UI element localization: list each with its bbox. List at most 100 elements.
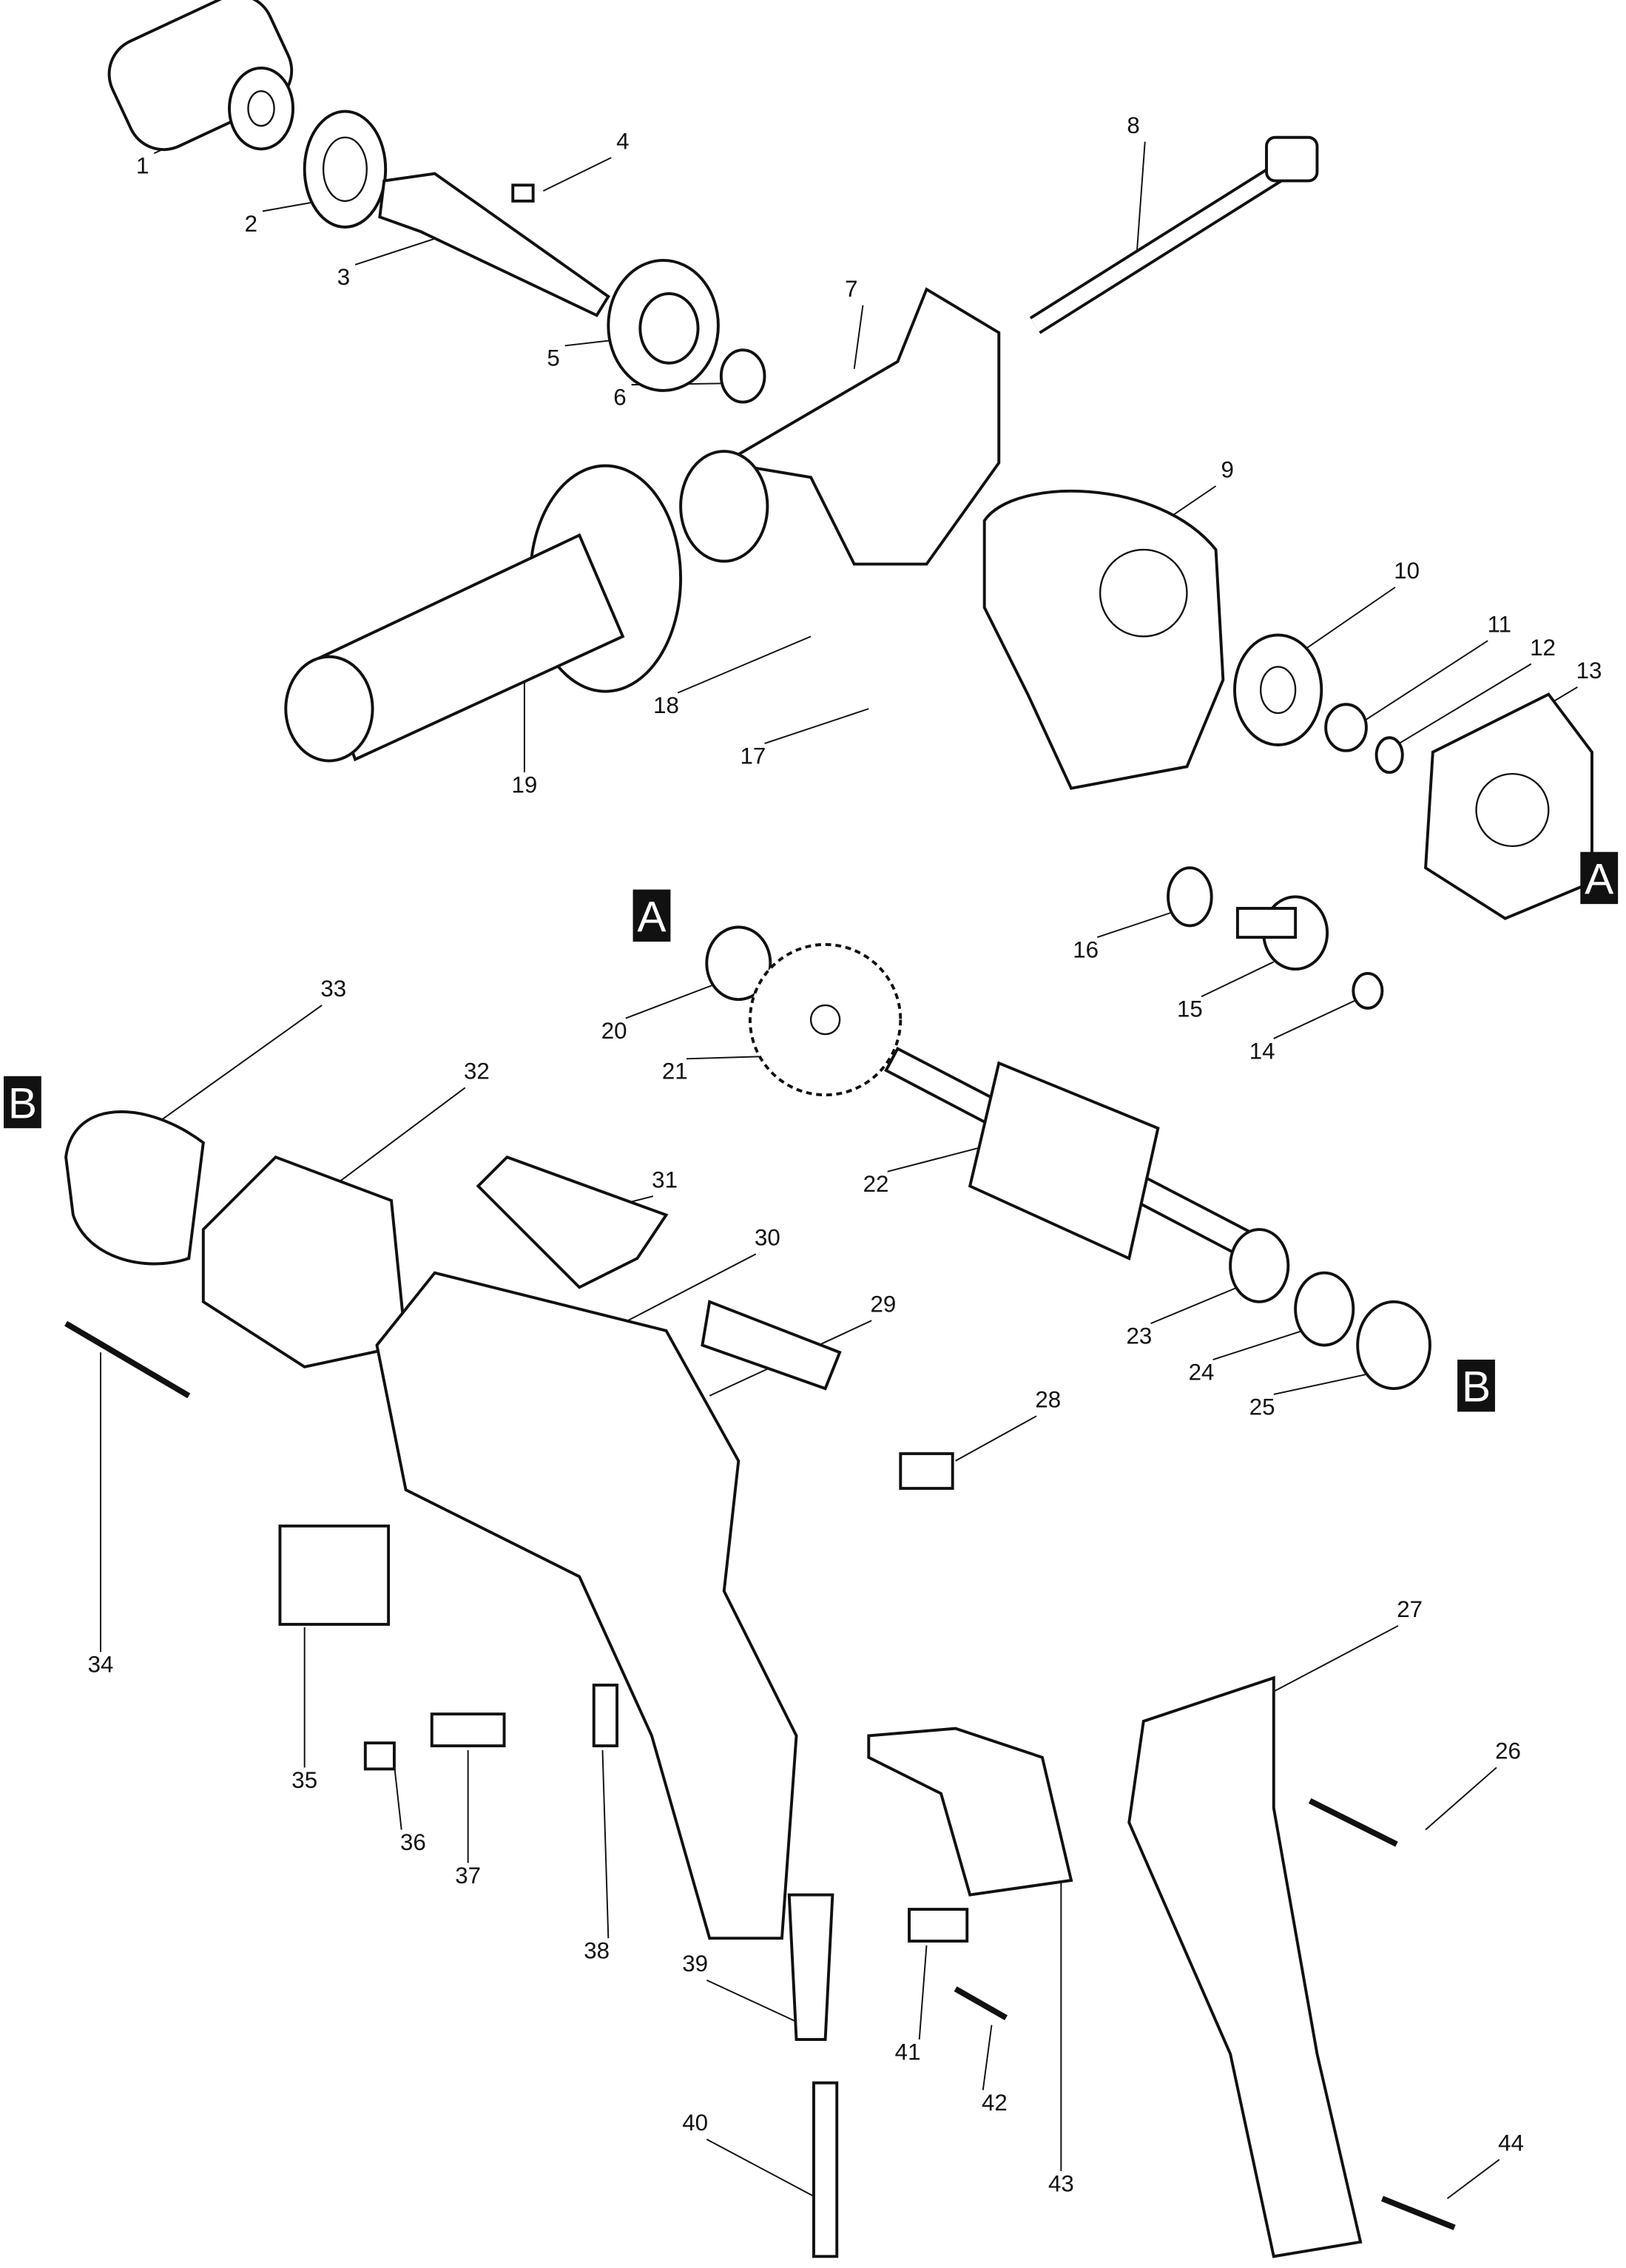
part-washer-11 <box>1324 703 1368 752</box>
leader-line-15 <box>1201 961 1275 998</box>
part-screw-34 <box>64 1320 191 1399</box>
marker-a-right: A <box>1580 851 1619 905</box>
part-number-label-31: 31 <box>652 1167 678 1192</box>
part-number-label-19: 19 <box>512 772 538 798</box>
part-bearing-5 <box>607 259 720 392</box>
part-number-label-44: 44 <box>1498 2130 1524 2156</box>
part-gear-10 <box>1233 633 1323 746</box>
leader-line-10 <box>1302 587 1396 652</box>
leader-line-28 <box>955 1415 1037 1462</box>
part-number-label-23: 23 <box>1127 1323 1153 1349</box>
part-number-label-39: 39 <box>682 1951 708 1977</box>
part-label-35 <box>278 1524 391 1626</box>
part-bearing-box-13 <box>1424 692 1593 920</box>
part-number-labels: 1234567891011121314151617181920212223242… <box>88 112 1602 2196</box>
part-chuck <box>107 0 295 152</box>
part-inner-cover-31 <box>476 1155 669 1289</box>
part-number-label-9: 9 <box>1221 456 1234 482</box>
part-screw-44 <box>1380 2196 1456 2230</box>
part-retaining-ring-6 <box>719 348 766 404</box>
leader-line-17 <box>764 708 869 744</box>
part-screw-42 <box>954 1986 1008 2021</box>
part-washer-14 <box>1352 972 1384 1010</box>
part-baffle-33 <box>64 1110 205 1266</box>
part-bolt-8 <box>1029 135 1319 334</box>
part-number-label-8: 8 <box>1127 112 1139 138</box>
part-noise-suppressor-28 <box>899 1452 954 1491</box>
part-cord-guard-38 <box>592 1684 619 1748</box>
leader-line-39 <box>706 1979 804 2026</box>
part-number-label-13: 13 <box>1576 658 1602 684</box>
part-screw-26 <box>1308 1798 1398 1847</box>
part-number-label-15: 15 <box>1177 996 1203 1022</box>
leader-line-25 <box>1273 1373 1369 1395</box>
part-number-label-3: 3 <box>337 264 350 290</box>
part-brush-holder-36 <box>363 1741 396 1771</box>
svg-text:B: B <box>8 1079 37 1127</box>
part-number-label-17: 17 <box>740 743 766 769</box>
part-handle-cover-27 <box>1127 1675 1363 2258</box>
part-nameplate-29 <box>701 1300 842 1391</box>
part-number-label-33: 33 <box>320 976 346 1002</box>
part-number-label-21: 21 <box>662 1059 688 1084</box>
leader-line-32 <box>333 1087 466 1187</box>
svg-text:B: B <box>1462 1363 1491 1411</box>
part-number-label-10: 10 <box>1394 558 1420 584</box>
marker-b-right: B <box>1457 1360 1495 1412</box>
leader-line-30 <box>607 1253 757 1332</box>
part-number-label-14: 14 <box>1249 1038 1275 1064</box>
part-insulation-25 <box>1356 1300 1431 1391</box>
part-number-label-6: 6 <box>613 385 626 411</box>
part-number-label-29: 29 <box>870 1292 896 1317</box>
part-number-label-41: 41 <box>895 2039 921 2065</box>
part-side-grip <box>284 464 683 763</box>
leader-line-7 <box>853 305 864 369</box>
leader-line-24 <box>1212 1329 1303 1360</box>
leader-line-5 <box>564 339 616 347</box>
leader-line-12 <box>1396 663 1532 746</box>
part-bearing-16 <box>1167 866 1213 928</box>
part-number-label-36: 36 <box>400 1829 426 1855</box>
part-number-label-4: 4 <box>616 128 629 154</box>
part-bearing-20 <box>705 925 772 1002</box>
part-cord-guard-39 <box>787 1893 834 2042</box>
svg-text:A: A <box>1585 855 1614 903</box>
part-gear-housing <box>982 489 1225 790</box>
leader-line-11 <box>1360 640 1488 724</box>
part-ring-12 <box>1374 736 1404 774</box>
part-motor-housing-30 <box>375 1271 798 1940</box>
leader-line-16 <box>1096 910 1176 938</box>
part-number-label-37: 37 <box>455 1863 481 1889</box>
part-number-label-34: 34 <box>88 1651 114 1677</box>
leader-line-4 <box>542 157 612 192</box>
part-number-label-5: 5 <box>547 345 559 371</box>
leader-line-26 <box>1425 1766 1497 1831</box>
leader-line-40 <box>706 2139 819 2200</box>
part-side-handle-bracket <box>679 287 1001 566</box>
part-number-label-28: 28 <box>1035 1387 1061 1413</box>
part-number-label-2: 2 <box>245 211 257 237</box>
part-bearing-23 <box>1229 1228 1290 1303</box>
part-number-label-35: 35 <box>291 1767 317 1793</box>
part-bearing-24 <box>1294 1271 1355 1347</box>
part-key <box>511 183 535 203</box>
part-number-label-42: 42 <box>982 2090 1008 2116</box>
part-suppressor-37 <box>430 1712 506 1748</box>
leader-line-41 <box>918 1945 928 2040</box>
part-number-label-32: 32 <box>464 1059 490 1084</box>
part-spindle <box>378 172 610 317</box>
part-armature-22 <box>884 1047 1262 1260</box>
part-number-label-38: 38 <box>584 1938 610 1964</box>
leader-line-23 <box>1150 1286 1238 1325</box>
leader-line-38 <box>601 1749 610 1939</box>
leader-line-20 <box>625 982 718 1019</box>
leader-line-3 <box>354 237 435 266</box>
part-strain-relief-41 <box>908 1908 969 1943</box>
leader-line-44 <box>1446 2159 1500 2199</box>
marker-b-left: B <box>3 1076 41 1129</box>
part-number-label-1: 1 <box>136 153 149 179</box>
leader-line-18 <box>677 635 812 694</box>
part-number-label-26: 26 <box>1495 1738 1521 1764</box>
part-number-label-30: 30 <box>755 1225 780 1251</box>
